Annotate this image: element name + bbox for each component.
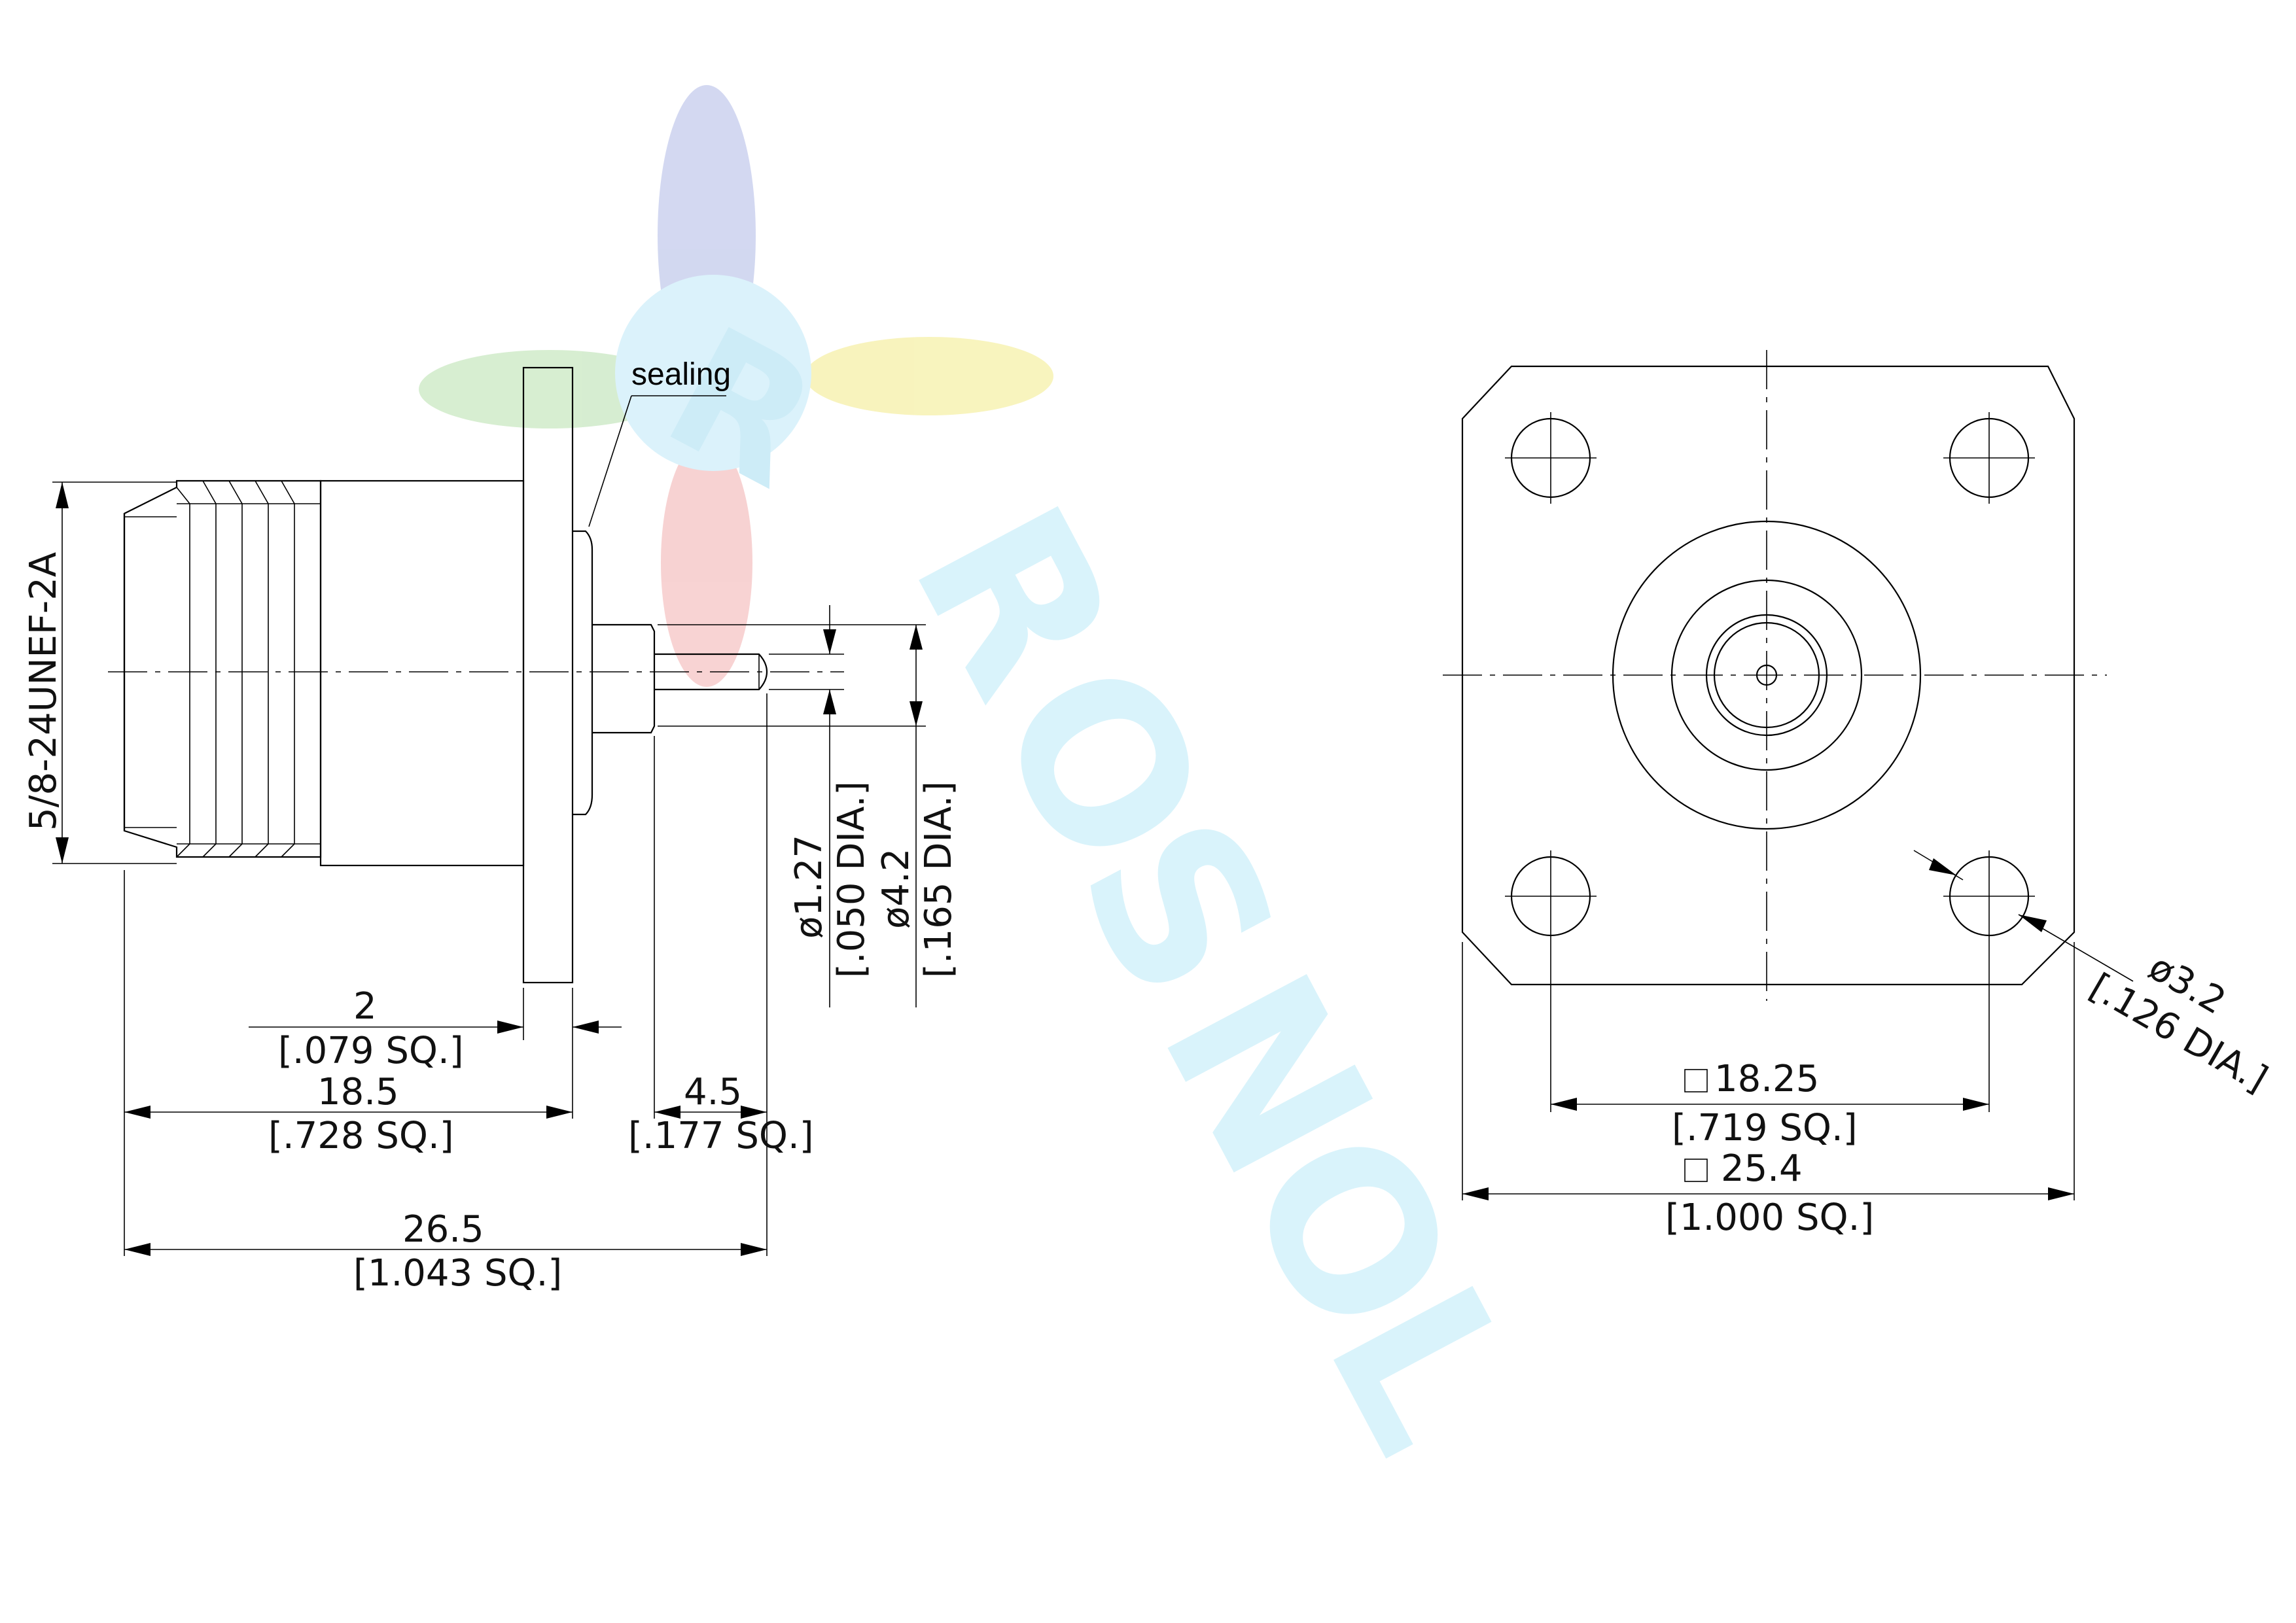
- flange-size-dimension: 25.4 [1.000 SQ.]: [1462, 1147, 2074, 1239]
- overall-length-value: 26.5: [402, 1208, 484, 1251]
- hole-spacing-dimension: 18.25 [.719 SQ.]: [1551, 1058, 1989, 1149]
- sealing-ring: [573, 530, 593, 816]
- mounting-hole: [1943, 850, 2035, 942]
- insulator-diameter-inch: [.165 DIA.]: [917, 781, 960, 978]
- body-inner-circle: [1670, 579, 1863, 771]
- square-symbol-icon: [1684, 1069, 1708, 1092]
- mounting-flange: [522, 366, 574, 984]
- side-view: sealing 5/8-24UNEF-2A 2 [.079 SQ.]: [22, 357, 960, 1295]
- flange-thickness-dimension: 2 [.079 SQ.]: [249, 985, 622, 1072]
- flange-size-value: 25.4: [1721, 1147, 1803, 1190]
- pin-length-dimension: 4.5 [.177 SQ.]: [628, 1071, 814, 1157]
- pin-length-inch: [.177 SQ.]: [628, 1115, 814, 1157]
- square-symbol-icon: [1684, 1159, 1708, 1182]
- mounting-hole: [1943, 412, 2035, 504]
- pin-diameter-inch: [.050 DIA.]: [830, 781, 873, 978]
- hole-spacing-value: 18.25: [1714, 1058, 1819, 1100]
- body-length-dimension: 18.5 [.728 SQ.]: [124, 1071, 573, 1157]
- pin-diameter-value: ø1.27: [788, 835, 830, 939]
- logo-green-petal: [419, 350, 680, 428]
- hole-diameter-dimension: ø3.2 [.126 DIA.]: [1913, 850, 2274, 1101]
- hole-spacing-inch: [.719 SQ.]: [1672, 1107, 1858, 1149]
- overall-length-inch: [1.043 SQ.]: [353, 1252, 562, 1295]
- insulator-diameter-value: ø4.2: [875, 848, 917, 929]
- threaded-body: [123, 480, 322, 858]
- pin-circle: [1756, 664, 1778, 686]
- insulator-diameter-dimension: ø4.2 [.165 DIA.]: [658, 624, 960, 1007]
- sealing-label: sealing: [631, 357, 731, 392]
- overall-length-dimension: 26.5 [1.043 SQ.]: [124, 1208, 767, 1295]
- contact-pin: [654, 653, 768, 691]
- pin-length-value: 4.5: [684, 1071, 742, 1113]
- body-length-inch: [.728 SQ.]: [268, 1115, 454, 1157]
- body-outer-circle: [1612, 520, 1922, 830]
- logo-center-sphere: [615, 275, 811, 471]
- logo-yellow-petal: [805, 337, 1053, 415]
- thread-dimension: 5/8-24UNEF-2A: [22, 481, 177, 864]
- thread-spec-label: 5/8-24UNEF-2A: [22, 552, 65, 831]
- front-flange-outline: [1461, 365, 2075, 986]
- mounting-hole: [1505, 850, 1597, 942]
- flange-thickness-value: 2: [353, 985, 377, 1028]
- insulator-inner-circle: [1713, 621, 1820, 729]
- body-length-value: 18.5: [317, 1071, 399, 1113]
- pin-diameter-dimension: ø1.27 [.050 DIA.]: [769, 605, 873, 1007]
- flange-size-inch: [1.000 SQ.]: [1665, 1196, 1874, 1239]
- flange-thickness-inch: [.079 SQ.]: [278, 1030, 464, 1072]
- mounting-hole: [1505, 412, 1597, 504]
- insulator-circle: [1705, 614, 1828, 737]
- watermark-brand-text: R O S N O L: [864, 468, 1566, 1488]
- front-view: ø3.2 [.126 DIA.] 18.25 [.719 SQ.] 25.4 […: [1443, 350, 2274, 1239]
- pin-insulator: [592, 623, 656, 734]
- connector-barrel: [319, 480, 525, 867]
